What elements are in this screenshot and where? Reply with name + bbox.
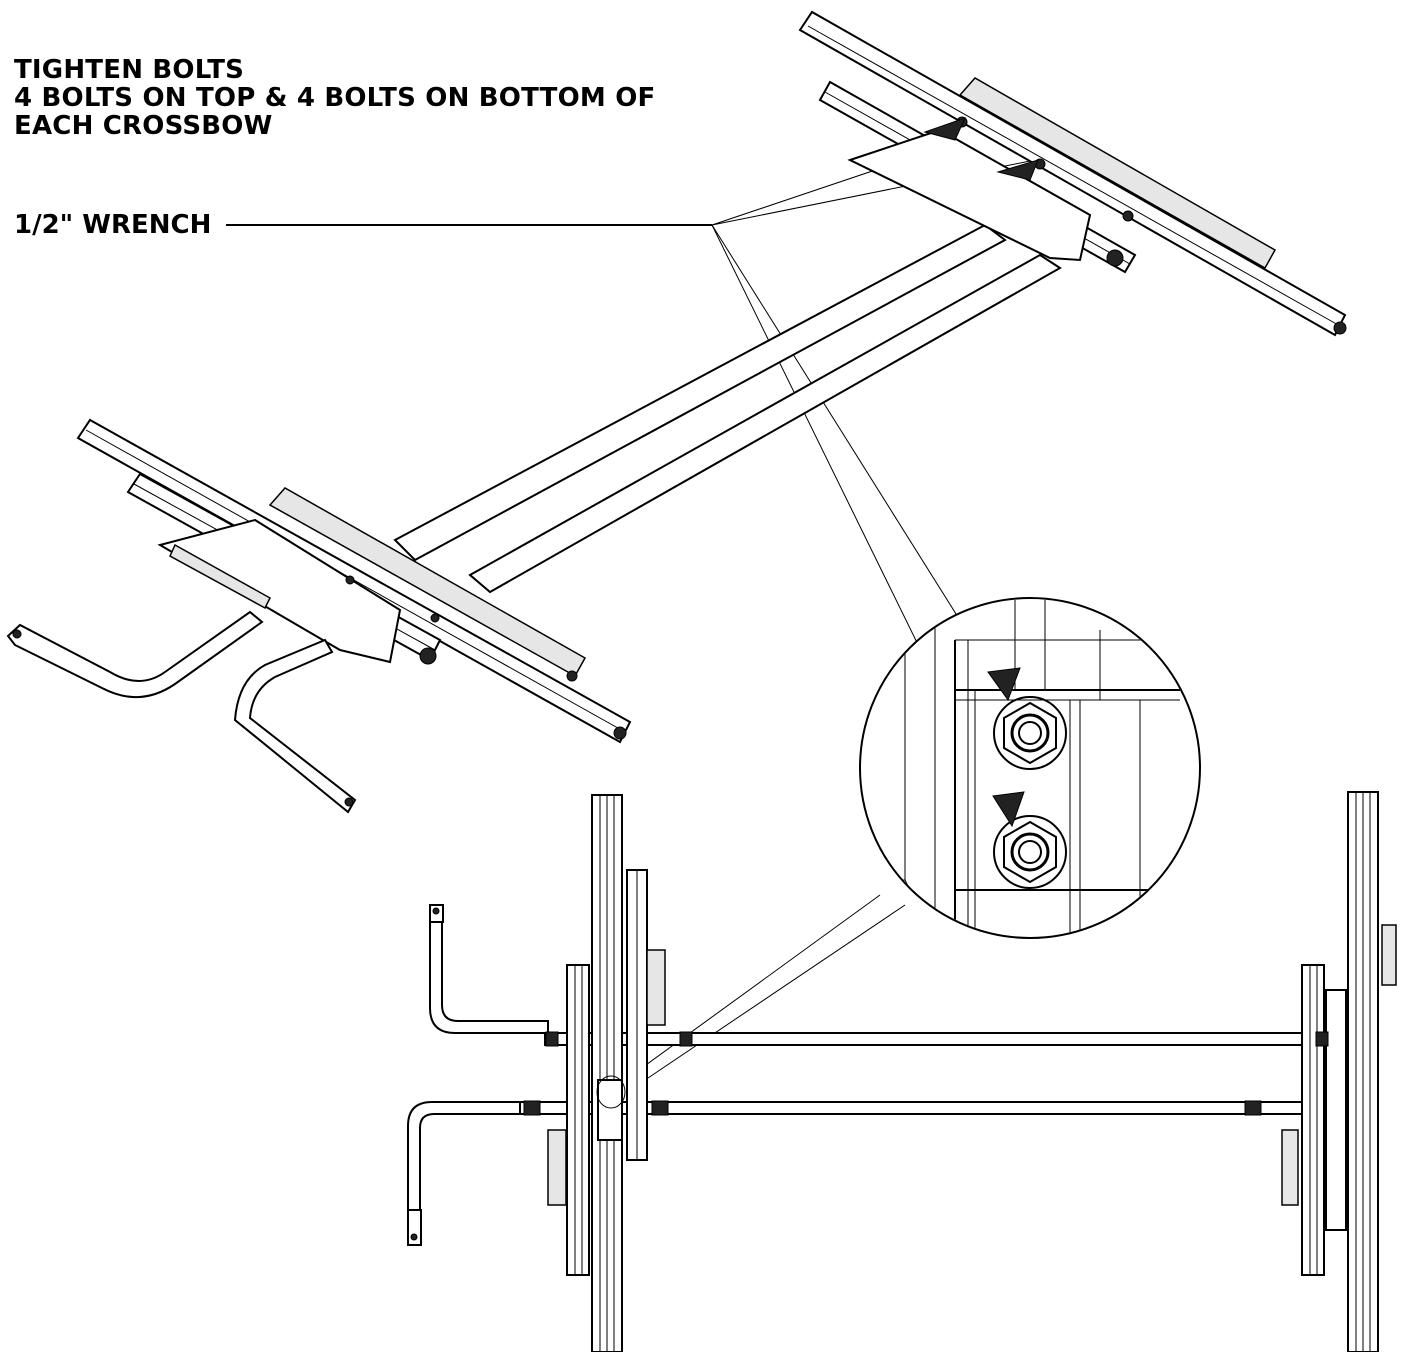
crossbow-tube-upper	[393, 223, 1007, 562]
plan-view-frame	[407, 791, 1397, 1352]
right-handle-bar	[233, 638, 357, 814]
detail-bolt-1	[993, 696, 1067, 770]
plan-right-inner-rail	[1301, 964, 1325, 1276]
plan-right-strut-top	[1381, 924, 1397, 986]
instruction-line-2: 4 BOLTS ON TOP & 4 BOLTS ON BOTTOM OF	[14, 83, 656, 113]
bolt-arrow-top-a	[923, 117, 966, 141]
instruction-line-3: EACH CROSSBOW	[14, 111, 273, 141]
plan-left-strut-top	[646, 949, 666, 1026]
plan-handle-lower	[407, 1101, 521, 1211]
detail-arrow-1	[987, 667, 1021, 702]
left-center-plate	[157, 518, 402, 664]
left-gas-strut	[169, 543, 271, 610]
left-mount-bracket	[268, 487, 587, 678]
detail-bolt-2	[993, 815, 1067, 889]
isometric-crossbow-frame	[6, 10, 1347, 814]
plan-right-strut-bottom	[1281, 1129, 1299, 1206]
plan-tube-upper	[544, 1032, 1351, 1046]
right-top-rail	[798, 10, 1347, 337]
plan-handle-upper	[429, 919, 549, 1034]
right-center-plate	[847, 128, 1092, 262]
plan-left-inner-rail	[566, 964, 590, 1276]
instruction-callout: TIGHTEN BOLTS 4 BOLTS ON TOP & 4 BOLTS O…	[14, 56, 655, 140]
plan-right-outer-rail	[1325, 989, 1347, 1231]
instruction-line-1: TIGHTEN BOLTS	[14, 55, 245, 85]
bolt-arrow-top-b	[996, 159, 1039, 181]
right-mount-bracket	[958, 77, 1277, 270]
crossbow-tube-lower	[468, 253, 1062, 594]
bolt-detail-view	[627, 597, 1201, 1079]
plan-left-bracket	[597, 1079, 623, 1141]
plan-left-strut-bottom	[547, 1129, 567, 1206]
wrench-label: 1/2" WRENCH	[14, 210, 212, 240]
detail-arrow-2	[992, 791, 1025, 828]
left-handle-bar	[6, 610, 264, 698]
